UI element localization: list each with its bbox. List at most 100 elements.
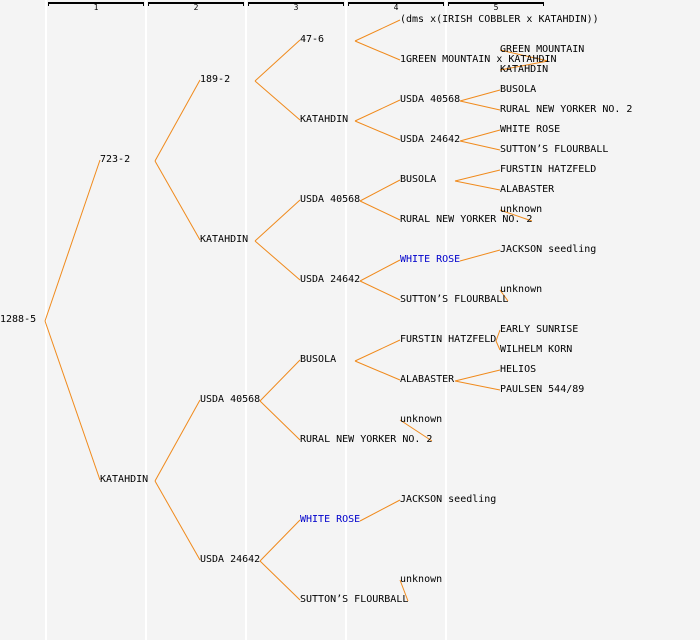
column-divider [145,0,147,640]
generation-label: 2 [193,3,199,12]
pedigree-node: 1GREEN MOUNTAIN x KATAHDIN [400,54,557,65]
pedigree-connector [499,289,509,302]
pedigree-connector [154,399,201,482]
pedigree-node: RURAL NEW YORKER NO. 2 [500,104,633,115]
pedigree-node: PAULSEN 544/89 [500,384,585,395]
pedigree-connector [354,99,401,122]
pedigree-connector [454,369,501,382]
pedigree-node: BUSOLA [400,174,437,185]
pedigree-connector [495,329,501,342]
column-divider [45,0,47,640]
pedigree-node: 1288-5 [0,314,37,325]
pedigree-node: WILHELM KORN [500,344,573,355]
pedigree-node: USDA 40568 [400,94,461,105]
pedigree-connector [359,280,401,301]
pedigree-connector [259,400,301,441]
pedigree-node: 723-2 [100,154,131,165]
pedigree-connector [399,579,409,602]
pedigree-node-link[interactable]: WHITE ROSE [400,254,461,265]
pedigree-node: USDA 40568 [300,194,361,205]
pedigree-node: SUTTON’S FLOURBALL [500,144,609,155]
pedigree-node: HELIOS [500,364,537,375]
pedigree-node: RURAL NEW YORKER NO. 2 [400,214,533,225]
pedigree-connector [459,129,501,142]
generation-label: 3 [293,3,299,12]
pedigree-node: ALABASTER [400,374,455,385]
generation-bracket-2 [148,2,244,6]
pedigree-connector [399,419,433,442]
pedigree-connector [354,19,401,42]
pedigree-connector [254,240,301,281]
pedigree-connector [44,159,101,322]
pedigree-node: USDA 40568 [200,394,261,405]
pedigree-connector [499,209,533,222]
pedigree-connector [254,80,301,121]
pedigree-connector [259,560,301,601]
pedigree-node: GREEN MOUNTAIN [500,44,585,55]
pedigree-node: USDA 24642 [400,134,461,145]
pedigree-connector [459,140,501,151]
pedigree-connector [495,340,501,351]
pedigree-node: FURSTIN HATZFELD [500,164,597,175]
pedigree-node-link[interactable]: WHITE ROSE [300,514,361,525]
pedigree-node: unknown [500,284,543,295]
pedigree-node: unknown [500,204,543,215]
pedigree-node: JACKSON seedling [500,244,597,255]
pedigree-connector [454,169,501,182]
pedigree-connector [454,380,501,391]
pedigree-node: KATAHDIN [200,234,249,245]
pedigree-connector [354,120,401,141]
generation-label: 5 [493,3,499,12]
pedigree-node: WHITE ROSE [500,124,561,135]
pedigree-node: USDA 24642 [200,554,261,565]
pedigree-node: unknown [400,574,443,585]
generation-bracket-5 [448,2,544,6]
pedigree-node: 47-6 [300,34,325,45]
pedigree-connector [354,339,401,362]
pedigree-node: KATAHDIN [100,474,149,485]
pedigree-connector [154,79,201,162]
pedigree-node: BUSOLA [300,354,337,365]
pedigree-connector [154,480,201,561]
pedigree-node: RURAL NEW YORKER NO. 2 [300,434,433,445]
pedigree-connector [154,160,201,241]
pedigree-connector [354,360,401,381]
pedigree-connector [459,89,501,102]
pedigree-connector [459,249,501,262]
pedigree-node: BUSOLA [500,84,537,95]
pedigree-connector [259,359,301,402]
pedigree-connector [359,200,401,221]
pedigree-connector [359,179,401,202]
generation-label: 1 [93,3,99,12]
pedigree-node: unknown [400,414,443,425]
generation-label: 4 [393,3,399,12]
pedigree-connector [259,519,301,562]
pedigree-connector [499,49,549,62]
pedigree-connector [359,499,401,522]
column-divider [445,0,447,640]
pedigree-node: (dms x(IRISH COBBLER x KATAHDIN)) [400,14,599,25]
pedigree-connector [459,100,501,111]
pedigree-node: ALABASTER [500,184,555,195]
generation-bracket-3 [248,2,344,6]
pedigree-node: KATAHDIN [300,114,349,125]
pedigree-connector [254,199,301,242]
generation-bracket-1 [48,2,144,6]
pedigree-node: 189-2 [200,74,231,85]
pedigree-connector [254,39,301,82]
generation-bracket-4 [348,2,444,6]
pedigree-connector [499,60,549,71]
pedigree-node: USDA 24642 [300,274,361,285]
pedigree-node: KATAHDIN [500,64,549,75]
column-divider [345,0,347,640]
pedigree-connector [44,320,101,481]
column-divider [245,0,247,640]
pedigree-node: EARLY SUNRISE [500,324,579,335]
pedigree-node: JACKSON seedling [400,494,497,505]
pedigree-connector [354,40,401,61]
pedigree-node: FURSTIN HATZFELD [400,334,497,345]
pedigree-connector [359,259,401,282]
pedigree-node: SUTTON’S FLOURBALL [300,594,409,605]
pedigree-connector [454,180,501,191]
